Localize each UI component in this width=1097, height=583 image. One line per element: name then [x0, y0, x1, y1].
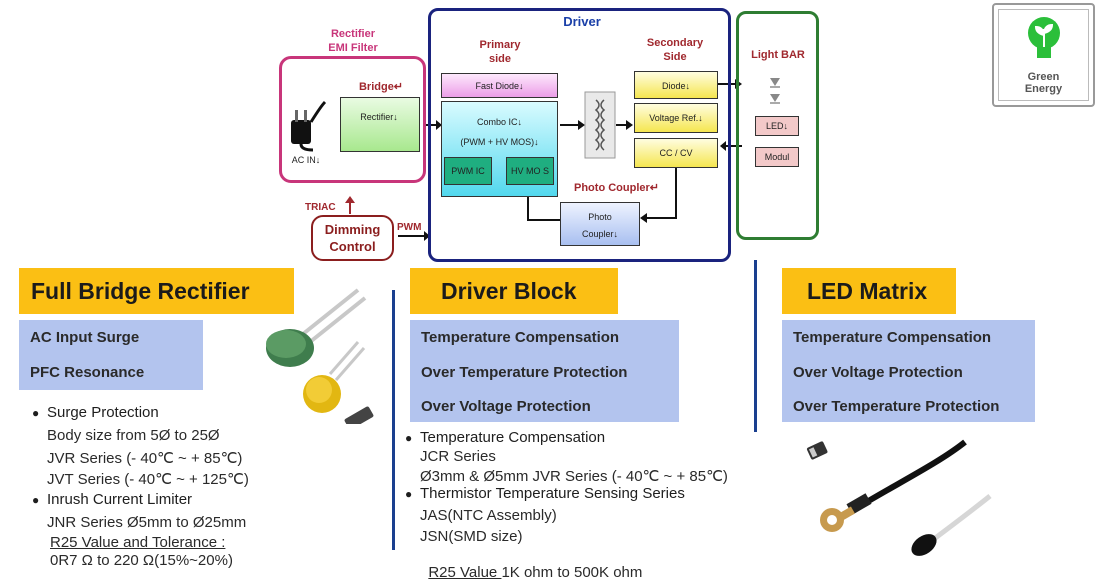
led-feature: Temperature Compensation	[793, 329, 992, 346]
rectifier-r25-value: 0R7 Ω to 220 Ω(15%~20%)	[50, 552, 233, 569]
light-bar-frame	[736, 11, 819, 240]
fast-diode-label: Fast Diode↓	[475, 81, 524, 91]
rectifier-detail: JNR Series Ø5mm to Ø25mm	[47, 514, 247, 531]
cc-cv-label: CC / CV	[659, 148, 693, 158]
driver-detail: JAS(NTC Assembly)	[420, 507, 557, 524]
rectifier-feature: PFC Resonance	[30, 364, 145, 381]
diode-box: Diode↓	[634, 71, 718, 99]
rectifier-emi-title: Rectifier EMI Filter	[328, 28, 378, 54]
dimming-control-label: Dimming Control	[324, 222, 381, 254]
rectifier-feature: AC Input Surge	[30, 329, 140, 346]
photo-coupler-label: Photo Coupler↓	[581, 212, 619, 239]
driver-detail: JSN(SMD size)	[420, 528, 523, 545]
driver-feature: Temperature Compensation	[421, 329, 620, 346]
pwm-ic-box: PWM IC	[444, 157, 492, 185]
green-energy-label: Green Energy	[1024, 71, 1063, 95]
primary-side-label: Primary side	[479, 39, 521, 65]
hv-mos-label: HV MO S	[510, 166, 549, 176]
ac-plug-icon	[291, 100, 327, 152]
green-energy-logo: Green Energy	[992, 3, 1095, 107]
rectifier-box-label: Rectifier↓	[360, 112, 398, 122]
driver-bullet: Temperature Compensation	[405, 429, 605, 446]
section-divider	[754, 260, 757, 432]
combo-ic-box: Combo IC↓ (PWM + HV MOS)↓ PWM IC HV MO S	[441, 101, 558, 197]
driver-r25-value: 1K ohm to 500K ohm	[501, 564, 643, 581]
led-features-band: Temperature Compensation Over Voltage Pr…	[782, 320, 1035, 422]
photo-coupler-box: Photo Coupler↓	[560, 202, 640, 246]
rectifier-detail: JVT Series (- 40℃ ~ + 125℃)	[47, 471, 249, 488]
rectifier-bullet: Inrush Current Limiter	[32, 491, 192, 508]
driver-section-title: Driver Block	[410, 268, 618, 314]
thermistor-probes-image	[806, 439, 992, 556]
driver-frame	[428, 8, 731, 262]
led-feature: Over Voltage Protection	[793, 364, 963, 381]
rectifier-detail: Body size from 5Ø to 25Ø	[47, 427, 220, 444]
dimming-control-box: Dimming Control	[311, 215, 394, 261]
driver-detail: Ø3mm & Ø5mm JVR Series (- 40℃ ~ + 85℃)	[420, 468, 728, 485]
driver-features-band: Temperature Compensation Over Temperatur…	[410, 320, 679, 422]
cc-cv-box: CC / CV	[634, 138, 718, 168]
section-divider	[392, 290, 395, 550]
led-box: LED↓	[755, 116, 799, 136]
rectifier-r25-label: R25 Value and Tolerance :	[50, 534, 226, 551]
varistor-components-image	[266, 288, 374, 424]
voltage-ref-label: Voltage Ref.↓	[649, 113, 703, 123]
secondary-side-label: Secondary Side	[646, 37, 704, 63]
driver-detail: JCR Series	[420, 448, 496, 465]
driver-feature: Over Voltage Protection	[421, 398, 591, 415]
combo-ic-label: Combo IC↓ (PWM + HV MOS)↓	[460, 117, 539, 147]
bridge-label: Bridge↵	[358, 81, 404, 93]
rectifier-features-band: AC Input Surge PFC Resonance	[19, 320, 203, 390]
rectifier-emi-frame	[279, 56, 426, 183]
rectifier-bullet: Surge Protection	[32, 404, 159, 421]
voltage-ref-box: Voltage Ref.↓	[634, 103, 718, 133]
driver-bullet: Thermistor Temperature Sensing Series	[405, 485, 685, 502]
led-label: LED↓	[765, 121, 788, 131]
ac-in-label: AC IN↓	[291, 155, 321, 165]
hv-mos-box: HV MO S	[506, 157, 554, 185]
lightbulb-icon	[1028, 17, 1060, 58]
fast-diode-box: Fast Diode↓	[441, 73, 558, 98]
led-section-title: LED Matrix	[782, 268, 956, 314]
driver-feature: Over Temperature Protection	[421, 364, 628, 381]
rectifier-box: Rectifier↓	[340, 97, 420, 152]
modul-box: Modul	[755, 147, 799, 167]
pwm-label: PWM	[397, 222, 422, 233]
modul-label: Modul	[764, 152, 790, 162]
rectifier-detail: JVR Series (- 40℃ ~ + 85℃)	[47, 450, 243, 467]
pwm-ic-label: PWM IC	[451, 166, 485, 176]
diode-label: Diode↓	[661, 81, 690, 91]
led-feature: Over Temperature Protection	[793, 398, 1000, 415]
driver-r25-line: R25 Value 1K ohm to 500K ohm	[420, 547, 642, 581]
triac-label: TRIAC	[305, 202, 336, 213]
photo-coupler-title: Photo Coupler↵	[574, 182, 659, 194]
led-symbol-icon	[770, 78, 780, 104]
rectifier-section-title: Full Bridge Rectifier	[19, 268, 294, 314]
driver-title: Driver	[563, 14, 601, 29]
light-bar-title: Light BAR	[751, 49, 805, 61]
driver-r25-label: R25 Value	[428, 564, 502, 581]
